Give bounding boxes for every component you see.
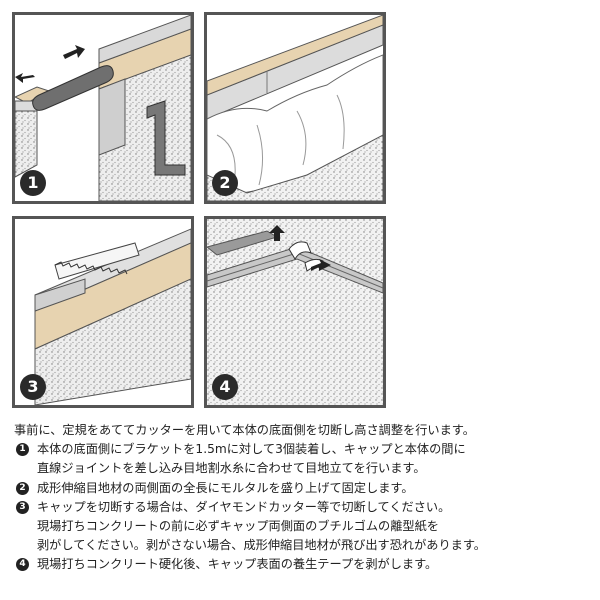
step-number-4: 4: [16, 558, 29, 572]
step-number-1: 1: [16, 443, 29, 457]
illustration-step-2: 2: [204, 12, 386, 204]
step-number-2: 2: [16, 481, 29, 495]
step-3-line-1: キャップを切断する場合は、ダイヤモンドカッター等で切断してください。: [37, 499, 451, 514]
mortar-fixing-illustration: [207, 15, 383, 201]
instruction-step-2: 2 成形伸縮目地材の両側面の全長にモルタルを盛り上げて固定します。: [14, 479, 594, 498]
step-1-line-2: 直線ジョイントを差し込み目地割水糸に合わせて目地立てを行います。: [37, 461, 426, 476]
step-badge-2: 2: [212, 170, 238, 196]
illustration-step-1: 1: [12, 12, 194, 204]
step-number-3: 3: [16, 500, 29, 514]
step-1-line-1: 本体の底面側にブラケットを1.5mに対して3個装着し、キャップと本体の間に: [37, 442, 466, 457]
instruction-step-1: 1 本体の底面側にブラケットを1.5mに対して3個装着し、キャップと本体の間に …: [14, 440, 594, 478]
instruction-step-4: 4 現場打ちコンクリート硬化後、キャップ表面の養生テープを剥がします。: [14, 555, 594, 574]
step-3-line-3: 剥がしてください。剥がさない場合、成形伸縮目地材が飛び出す恐れがあります。: [37, 538, 486, 553]
joint-insertion-illustration: [15, 15, 191, 201]
instructions: 事前に、定規をあててカッターを用いて本体の底面側を切断し高さ調整を行います。 1…: [14, 421, 594, 575]
intro-text: 事前に、定規をあててカッターを用いて本体の底面側を切断し高さ調整を行います。: [14, 423, 475, 437]
illustration-step-3: 3: [12, 216, 194, 408]
illustration-step-4: 4: [204, 216, 386, 408]
step-badge-4: 4: [212, 374, 238, 400]
step-3-line-2: 現場打ちコンクリートの前に必ずキャップ両側面のブチルゴムの離型紙を: [37, 519, 439, 534]
cap-cutting-illustration: [34, 228, 191, 405]
tape-removal-illustration: [207, 219, 383, 405]
instruction-step-3: 3 キャップを切断する場合は、ダイヤモンドカッター等で切断してください。 現場打…: [14, 498, 594, 556]
step-badge-1: 1: [20, 170, 46, 196]
step-4-line-1: 現場打ちコンクリート硬化後、キャップ表面の養生テープを剥がします。: [37, 557, 438, 572]
step-2-line-1: 成形伸縮目地材の両側面の全長にモルタルを盛り上げて固定します。: [37, 480, 414, 495]
step-badge-3: 3: [20, 374, 46, 400]
